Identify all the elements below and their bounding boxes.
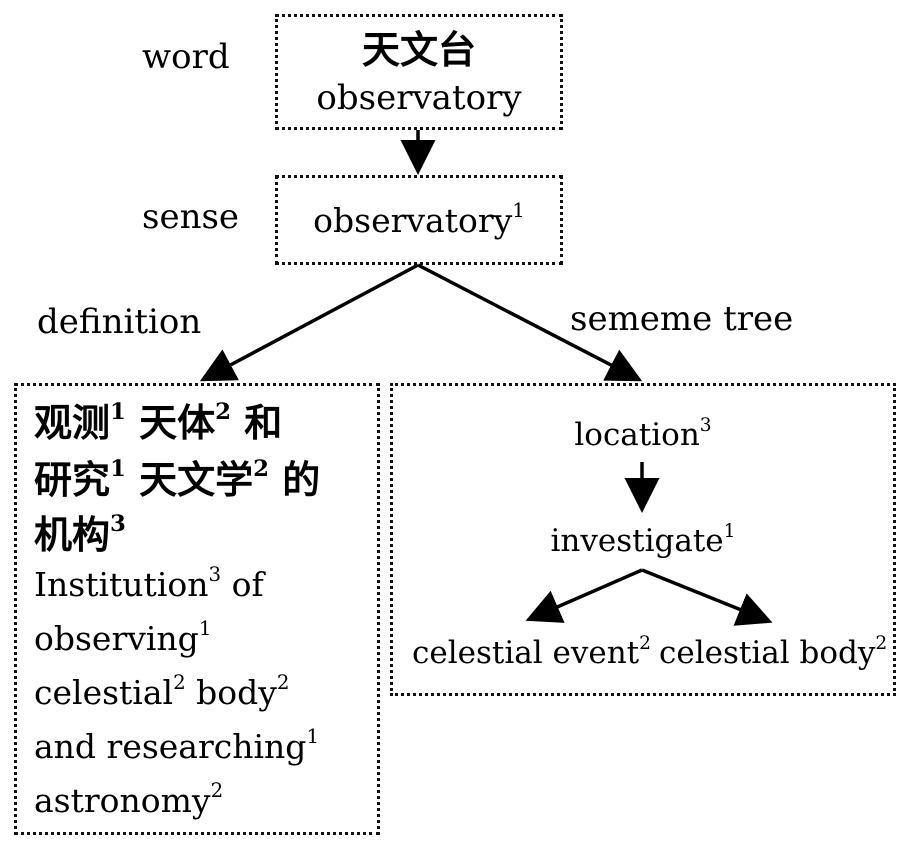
sememe-root-sup: 3 bbox=[699, 415, 712, 437]
definition-line: observing1 bbox=[34, 619, 211, 658]
definition-line: and researching1 bbox=[34, 727, 319, 766]
definition-term-sup: 1 bbox=[306, 725, 320, 749]
sememe-left-leaf: celestial event2 bbox=[412, 634, 651, 671]
sense-sup: 1 bbox=[512, 199, 525, 223]
definition-term-sup: 2 bbox=[276, 671, 290, 695]
sememe-middle: investigate1 bbox=[393, 522, 893, 559]
arrow-sense-to-sememe-tree bbox=[417, 263, 643, 382]
arrow-investigate-to-event bbox=[525, 568, 643, 623]
definition-label: definition bbox=[37, 302, 202, 342]
sense-text: observatory1 bbox=[278, 201, 560, 240]
sememe-tree-box: location3 investigate1 celestial event2 … bbox=[390, 383, 896, 696]
word-chinese: 天文台 bbox=[361, 27, 476, 72]
sense-word: observatory bbox=[313, 201, 513, 240]
definition-term: 天体 bbox=[125, 400, 216, 445]
definition-line: 研究1 天文学2 的 bbox=[34, 458, 320, 499]
definition-line: 机构3 bbox=[34, 513, 126, 554]
definition-term-sup: 2 bbox=[210, 779, 224, 803]
sememe-middle-text: investigate bbox=[550, 523, 724, 559]
definition-term-sup: 1 bbox=[110, 455, 126, 482]
sememe-right-leaf-text: celestial body bbox=[659, 635, 876, 671]
sememe-left-leaf-text: celestial event bbox=[412, 635, 640, 671]
sememe-tree-label: sememe tree bbox=[570, 299, 794, 339]
definition-term: celestial bbox=[34, 673, 174, 712]
sememe-middle-sup: 1 bbox=[723, 521, 736, 543]
sememe-right-leaf-sup: 2 bbox=[875, 633, 888, 655]
definition-term-sup: 1 bbox=[110, 398, 126, 425]
word-english: observatory bbox=[316, 78, 522, 118]
definition-term: 机构 bbox=[34, 512, 111, 557]
arrow-investigate-to-body bbox=[641, 568, 773, 626]
definition-line: Institution3 of bbox=[34, 565, 264, 604]
word-label: word bbox=[142, 37, 230, 77]
definition-term: and researching bbox=[34, 727, 307, 766]
definition-term-sup: 2 bbox=[253, 455, 269, 482]
sememe-root-text: location bbox=[574, 417, 700, 453]
sense-label: sense bbox=[142, 197, 240, 237]
word-box: 天文台 observatory bbox=[275, 14, 563, 130]
definition-line: astronomy2 bbox=[34, 781, 223, 820]
sememe-root: location3 bbox=[393, 416, 893, 453]
definition-term: 天文学 bbox=[125, 457, 254, 502]
definition-term: Institution bbox=[34, 565, 209, 604]
definition-term: observing bbox=[34, 619, 199, 658]
definition-term-sup: 2 bbox=[215, 398, 231, 425]
definition-term-sup: 2 bbox=[173, 671, 186, 695]
definition-term: body bbox=[185, 673, 277, 712]
definition-term: 观测 bbox=[34, 400, 111, 445]
definition-line: 观测1 天体2 和 bbox=[34, 401, 282, 442]
sememe-left-leaf-sup: 2 bbox=[639, 633, 651, 655]
definition-term: 研究 bbox=[34, 457, 111, 502]
definition-term: astronomy bbox=[34, 781, 211, 820]
definition-term-sup: 3 bbox=[208, 563, 222, 587]
definition-term: of bbox=[221, 565, 264, 604]
definition-line: celestial2 body2 bbox=[34, 673, 290, 712]
sense-box: observatory1 bbox=[275, 175, 563, 265]
arrow-sense-to-definition bbox=[199, 263, 419, 382]
definition-term-sup: 3 bbox=[110, 510, 126, 537]
definition-term: 和 bbox=[231, 400, 283, 445]
definition-term: 的 bbox=[269, 457, 321, 502]
sememe-right-leaf: celestial body2 bbox=[659, 634, 887, 671]
definition-term-sup: 1 bbox=[198, 617, 212, 641]
